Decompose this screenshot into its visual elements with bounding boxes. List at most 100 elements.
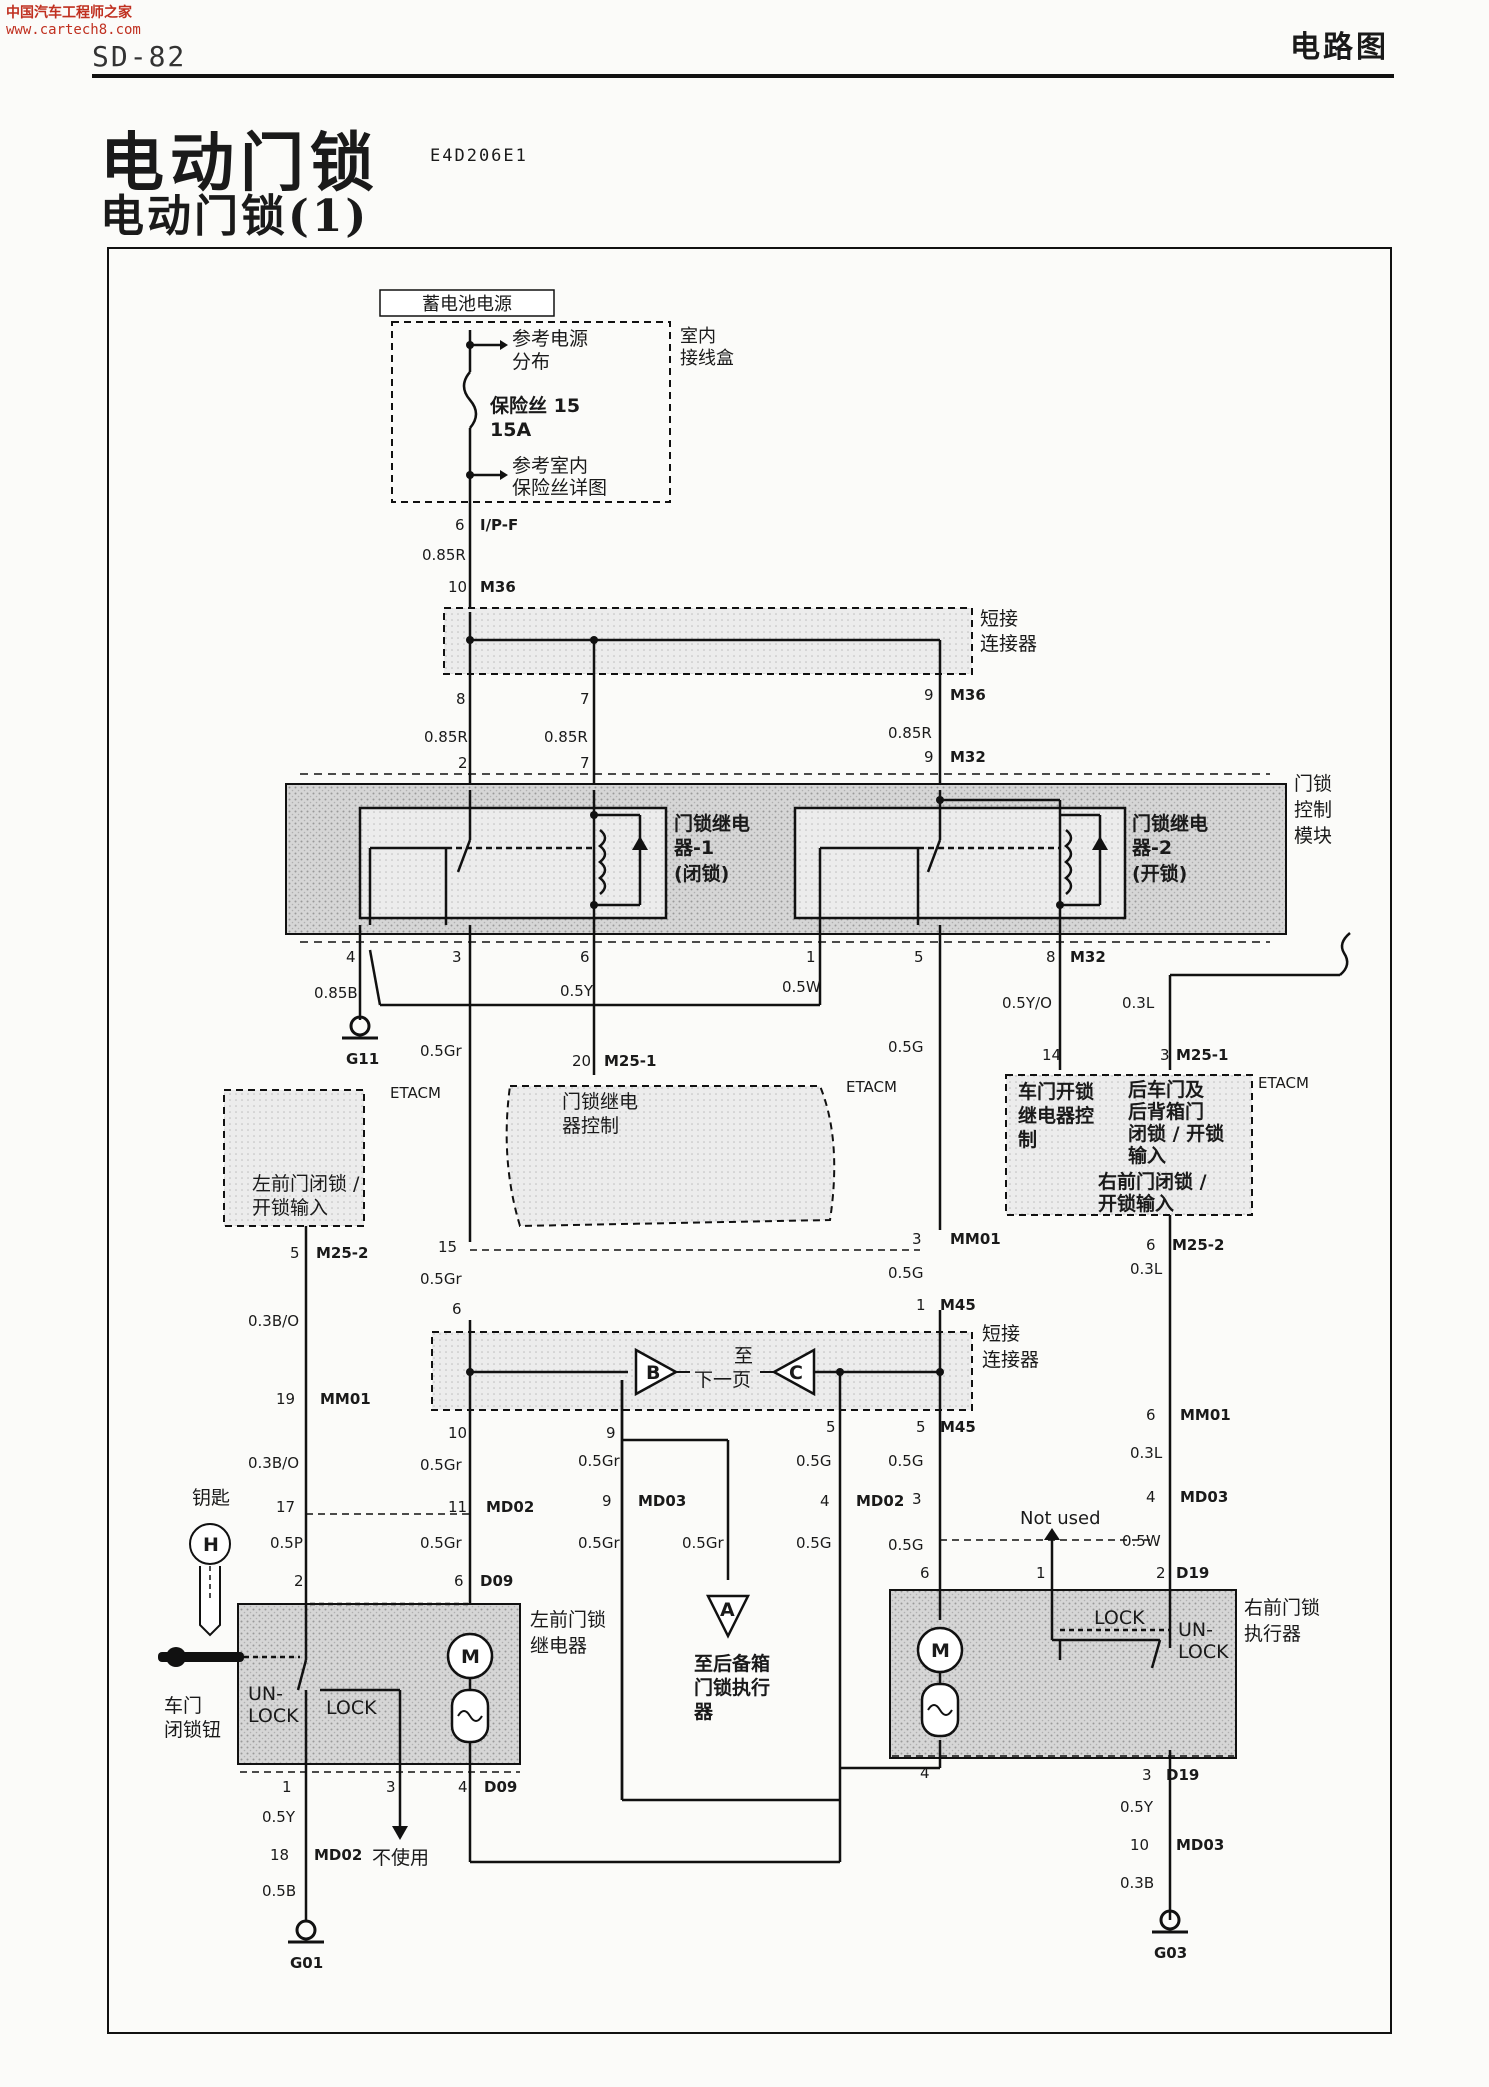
etacm-r1-label-1: 车门开锁 <box>1018 1080 1094 1103</box>
pin-label: 2 <box>294 1572 304 1590</box>
page-title: 电动门锁 <box>100 126 380 201</box>
watermark-url: www.cartech8.com <box>6 22 141 38</box>
header-rule <box>92 74 1394 78</box>
pin-label: 8 <box>1046 948 1056 966</box>
pin-label: 6 <box>455 516 465 534</box>
pin-label: 10 <box>1130 1836 1149 1854</box>
pin-label: 5 <box>826 1418 836 1436</box>
relay-2-label-1: 门锁继电 <box>1132 812 1208 835</box>
etacm-middle-box <box>505 1085 836 1228</box>
pin-label: 5 <box>290 1244 300 1262</box>
connector-m45: M45 <box>940 1418 976 1436</box>
etacm-r2-label-4: 输入 <box>1128 1144 1166 1167</box>
wire-color-label: 0.5Gr <box>578 1534 620 1552</box>
pin-label: 14 <box>1042 1046 1061 1064</box>
right-not-used-label: Not used <box>1020 1508 1101 1529</box>
ref-power-label-1: 参考电源 <box>512 328 588 350</box>
fuse-label-2: 15A <box>490 419 531 441</box>
wire-color-label: 0.5Y <box>1120 1798 1154 1816</box>
fuse-label-1: 保险丝 15 <box>489 394 580 417</box>
pin-label: 4 <box>1146 1488 1156 1506</box>
pin-label: 15 <box>438 1238 457 1256</box>
etacm-left-label-1: 左前门闭锁 / <box>252 1173 360 1195</box>
lock-knob-label-2: 闭锁钮 <box>164 1719 221 1741</box>
left-relay-label-1: 左前门锁 <box>530 1609 606 1631</box>
wire-color-label: 0.5Gr <box>420 1534 462 1552</box>
pin-label: 18 <box>270 1846 289 1864</box>
relay-2-label-2: 器-2 <box>1131 837 1172 859</box>
wire-color-label: 0.5W <box>782 978 821 996</box>
right-motor-label: M <box>931 1640 950 1662</box>
battery-source-box <box>379 289 555 317</box>
pin-label: 5 <box>914 948 924 966</box>
connector-m25-1: M25-1 <box>604 1052 656 1070</box>
module-label-3: 模块 <box>1294 825 1332 847</box>
pin-label: 6 <box>580 948 590 966</box>
splice-node <box>936 796 944 804</box>
wire-color-label: 0.3L <box>1130 1444 1163 1462</box>
etacm-tag: ETACM <box>1258 1074 1309 1092</box>
wire-color-label: 0.5Gr <box>420 1042 462 1060</box>
wire-color-label: 0.5P <box>270 1534 303 1552</box>
module-output-wires <box>358 925 1351 1242</box>
ground-g11-icon <box>349 1015 371 1037</box>
wire-color-label: 0.5G <box>796 1452 831 1470</box>
ground-g03-icon <box>1159 1909 1181 1931</box>
etacm-mid-label-1: 门锁继电 <box>562 1091 638 1113</box>
etacm-tag: ETACM <box>846 1078 897 1096</box>
left-not-used-label: 不使用 <box>372 1847 429 1869</box>
short-connector-wiring <box>468 612 942 680</box>
pin-label: 3 <box>912 1230 922 1248</box>
right-door-switch-wiring <box>938 1590 1172 1768</box>
splice-node <box>466 1368 474 1376</box>
connector-md02: MD02 <box>856 1492 904 1510</box>
ground-g03-label: G03 <box>1154 1944 1187 1962</box>
module-feed-wires <box>468 680 942 790</box>
pin-label: 9 <box>924 748 934 766</box>
wire-color-label: 0.5Gr <box>420 1456 462 1474</box>
splice-node <box>466 636 474 644</box>
pin-label: 20 <box>572 1052 591 1070</box>
trunk-label-3: 器 <box>693 1701 714 1723</box>
pin-label: 6 <box>920 1564 930 1582</box>
pin-label: 17 <box>276 1498 295 1516</box>
page-link-c-icon <box>771 1347 816 1397</box>
pin-label: 7 <box>580 690 590 708</box>
wire-color-label: 0.5G <box>888 1452 923 1470</box>
lock-knob-icon <box>166 1647 186 1667</box>
ground-g01-icon <box>295 1919 317 1941</box>
connector-md02: MD02 <box>486 1498 534 1516</box>
relay-2-label-3: (开锁) <box>1132 862 1187 885</box>
connector-md02: MD02 <box>314 1846 362 1864</box>
right-actuator-label-2: 执行器 <box>1244 1623 1301 1645</box>
splice-node <box>590 636 598 644</box>
connector-m45: M45 <box>940 1296 976 1314</box>
to-next-page-2: 下一页 <box>694 1369 751 1391</box>
pin-label: 19 <box>276 1390 295 1408</box>
connector-m36: M36 <box>950 686 986 704</box>
etacm-r2-label-1: 后车门及 <box>1128 1078 1205 1101</box>
splice-node <box>1056 901 1064 909</box>
left-ground-wiring <box>304 1780 842 1920</box>
power-ref-node <box>466 341 474 349</box>
page-subtitle: 电动门锁(1) <box>100 191 370 242</box>
module-label-1: 门锁 <box>1294 773 1332 795</box>
wire-color-label: 0.85R <box>422 546 466 564</box>
pin-label: 11 <box>448 1498 467 1516</box>
relay-1-box <box>358 806 668 920</box>
wire-color-label: 0.5G <box>796 1534 831 1552</box>
wire-color-label: 0.3B <box>1120 1874 1154 1892</box>
pin-label: 9 <box>602 1492 612 1510</box>
right-ptc-wave <box>927 1704 953 1716</box>
pin-label: 8 <box>456 690 466 708</box>
etacm-mid-label-2: 器控制 <box>562 1115 619 1137</box>
ground-g11-label: G11 <box>346 1050 379 1068</box>
connector-m32: M32 <box>950 748 986 766</box>
wire-color-label: 0.5B <box>262 1882 296 1900</box>
pin-label: 4 <box>820 1492 830 1510</box>
page-link-c-label: C <box>789 1362 803 1384</box>
page-link-a-label: A <box>720 1599 735 1621</box>
short-connector-label-1: 短接 <box>980 608 1018 630</box>
page-number: SD-82 <box>92 40 187 73</box>
relay-1-wiring <box>368 790 642 925</box>
